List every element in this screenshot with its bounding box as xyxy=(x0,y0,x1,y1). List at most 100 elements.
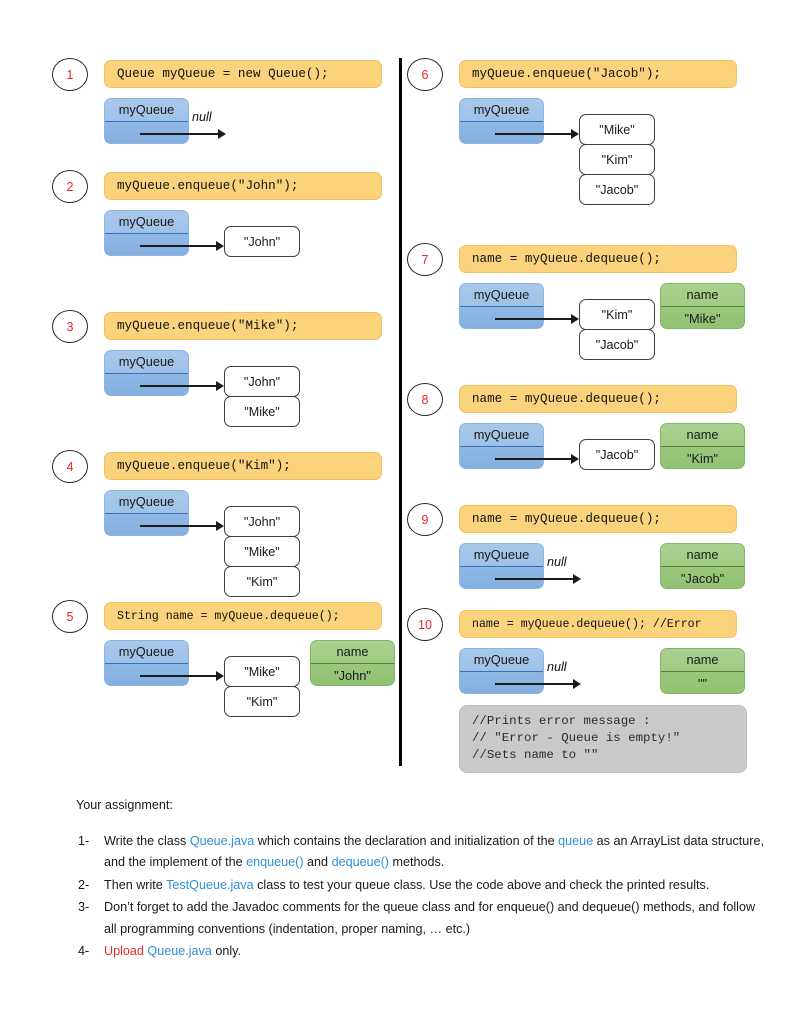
reference-arrow xyxy=(140,241,224,251)
column-divider xyxy=(399,58,402,766)
variable-name: name xyxy=(661,284,744,307)
variable-box-myqueue: myQueue xyxy=(459,543,544,589)
queue-element: "Kim" xyxy=(224,686,300,717)
assignment-section: Your assignment: 1-Write the class Queue… xyxy=(76,795,766,964)
variable-name: myQueue xyxy=(105,351,188,374)
text-token: Then write xyxy=(104,877,167,892)
arrow-shaft xyxy=(495,133,571,135)
text-token: Don’t forget to add the Javadoc comments… xyxy=(104,900,756,936)
queue-element: "Mike" xyxy=(224,396,300,427)
text-token: which contains the declaration and initi… xyxy=(254,833,559,848)
arrow-head xyxy=(216,671,224,681)
step-number-badge: 7 xyxy=(407,243,443,276)
code-token: queue xyxy=(558,833,594,848)
variable-value: "John" xyxy=(334,668,371,683)
variable-name: myQueue xyxy=(105,99,188,122)
queue-element: "Mike" xyxy=(224,656,300,687)
variable-name: name xyxy=(661,544,744,567)
null-label: null xyxy=(192,110,212,124)
variable-box-myqueue: myQueue xyxy=(104,350,189,396)
variable-value: "Kim" xyxy=(686,451,719,466)
step-number-badge: 9 xyxy=(407,503,443,536)
step-number-badge: 8 xyxy=(407,383,443,416)
variable-name: name xyxy=(311,641,394,664)
code-statement: myQueue.enqueue("Mike"); xyxy=(104,312,382,340)
reference-arrow xyxy=(140,521,224,531)
variable-box-name: name "John" xyxy=(310,640,395,686)
arrow-shaft xyxy=(140,675,216,677)
queue-element-stack: "Kim""Jacob" xyxy=(579,299,655,360)
arrow-shaft xyxy=(140,385,216,387)
reference-arrow xyxy=(495,679,581,689)
variable-name: myQueue xyxy=(460,99,543,122)
code-statement: myQueue.enqueue("John"); xyxy=(104,172,382,200)
code-statement: name = myQueue.dequeue(); xyxy=(459,385,737,413)
queue-element: "Jacob" xyxy=(579,329,655,360)
variable-box-name: name"Mike" xyxy=(660,283,745,329)
code-statement: name = myQueue.dequeue(); //Error xyxy=(459,610,737,638)
queue-element: "Mike" xyxy=(579,114,655,145)
assignment-item-marker: 4- xyxy=(78,944,90,958)
assignment-item-text: Don’t forget to add the Javadoc comments… xyxy=(104,900,755,936)
code-token: enqueue() xyxy=(246,855,304,869)
assignment-item-marker: 1- xyxy=(78,833,90,848)
arrow-head xyxy=(218,129,226,139)
code-statement: name = myQueue.dequeue(); xyxy=(459,245,737,273)
arrow-head xyxy=(571,129,579,139)
arrow-shaft xyxy=(140,245,216,247)
emphasis-token: Upload xyxy=(104,944,148,958)
code-statement: myQueue.enqueue("Jacob"); xyxy=(459,60,737,88)
arrow-shaft xyxy=(140,133,218,135)
text-token: and xyxy=(303,855,332,869)
assignment-item-text: Write the class Queue.java which contain… xyxy=(104,834,764,870)
code-token: dequeue() xyxy=(331,855,389,869)
code-token: TestQueue.java xyxy=(166,877,254,892)
variable-name: myQueue xyxy=(105,211,188,234)
variable-name: myQueue xyxy=(460,424,543,447)
step-number-badge: 4 xyxy=(52,450,88,483)
output-comment-box: //Prints error message : // "Error - Que… xyxy=(459,705,747,773)
text-token: as an ArrayList data structure, and the … xyxy=(104,833,764,870)
queue-element-stack: "Jacob" xyxy=(579,439,655,470)
arrow-head xyxy=(216,521,224,531)
queue-element: "John" xyxy=(224,226,300,257)
null-label: null xyxy=(547,660,567,674)
arrow-head xyxy=(573,679,581,689)
reference-arrow xyxy=(495,574,581,584)
queue-element: "Jacob" xyxy=(579,439,655,470)
variable-name: name xyxy=(661,424,744,447)
arrow-head xyxy=(216,241,224,251)
reference-arrow xyxy=(495,454,579,464)
arrow-shaft xyxy=(495,458,571,460)
arrow-head xyxy=(573,574,581,584)
text-token: class to test your queue class. Use the … xyxy=(253,877,710,892)
arrow-head xyxy=(571,314,579,324)
variable-box-name: name"Jacob" xyxy=(660,543,745,589)
step-8: 8 name = myQueue.dequeue(); myQueue "Jacob"… xyxy=(407,383,757,470)
assignment-item: 2-Then write TestQueue.java class to tes… xyxy=(76,875,766,897)
code-statement: myQueue.enqueue("Kim"); xyxy=(104,452,382,480)
variable-box-myqueue: myQueue xyxy=(459,648,544,694)
variable-name: myQueue xyxy=(460,284,543,307)
code-token: Queue.java xyxy=(147,944,212,958)
queue-element-stack: "John""Mike" xyxy=(224,366,300,427)
variable-name: myQueue xyxy=(105,491,188,514)
step-7: 7 name = myQueue.dequeue(); myQueue "Kim""J… xyxy=(407,243,757,360)
null-label: null xyxy=(547,555,567,569)
arrow-shaft xyxy=(495,578,573,580)
step-number-badge: 10 xyxy=(407,608,443,641)
reference-arrow xyxy=(140,381,224,391)
text-token: methods. xyxy=(388,855,445,869)
reference-arrow xyxy=(140,129,226,139)
reference-arrow xyxy=(495,129,579,139)
queue-element-stack: "John" xyxy=(224,226,300,257)
code-token: Queue.java xyxy=(189,833,255,848)
queue-element-stack: "John""Mike""Kim" xyxy=(224,506,300,597)
reference-arrow xyxy=(140,671,224,681)
step-number-badge: 6 xyxy=(407,58,443,91)
variable-name: myQueue xyxy=(105,641,188,664)
